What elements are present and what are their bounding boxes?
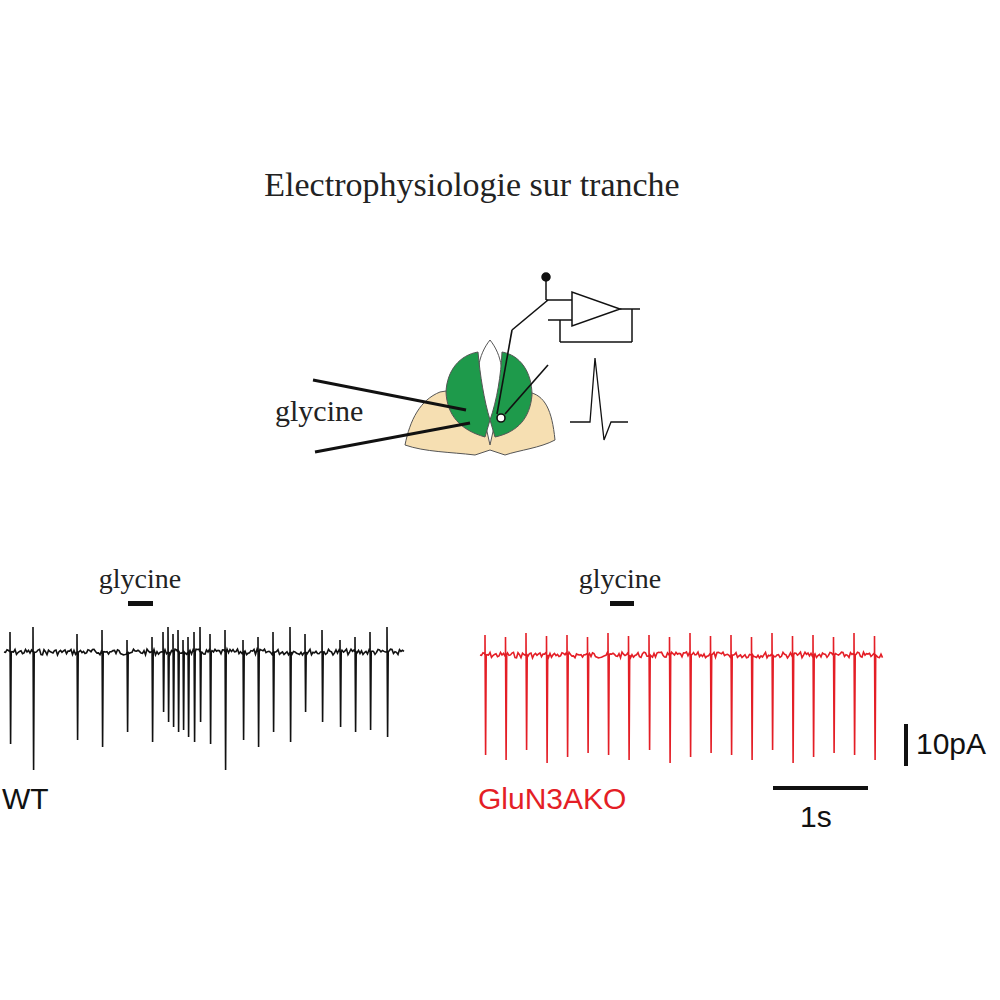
- title: Electrophysiologie sur tranche: [264, 168, 679, 202]
- wt-trace: [4, 627, 404, 770]
- glycine-bar: [128, 601, 153, 606]
- drug-label: glycine: [579, 565, 661, 593]
- genotype-label: GluN3AKO: [478, 784, 626, 814]
- scale-bar-current: [904, 724, 908, 766]
- spike-icon: [570, 358, 628, 440]
- right-nucleus: [490, 352, 532, 437]
- glycine-bar: [610, 601, 634, 606]
- drug-label: glycine: [275, 396, 363, 426]
- amplifier-symbol: [542, 273, 640, 342]
- ko-trace: [480, 633, 883, 763]
- drug-label: glycine: [99, 565, 181, 593]
- brain-slice: [405, 340, 555, 455]
- scale-label: 1s: [800, 802, 832, 832]
- genotype-label: WT: [2, 784, 49, 814]
- scale-bar-time: [773, 786, 868, 790]
- recording-electrode: [497, 300, 548, 422]
- scale-label: 10pA: [916, 729, 986, 759]
